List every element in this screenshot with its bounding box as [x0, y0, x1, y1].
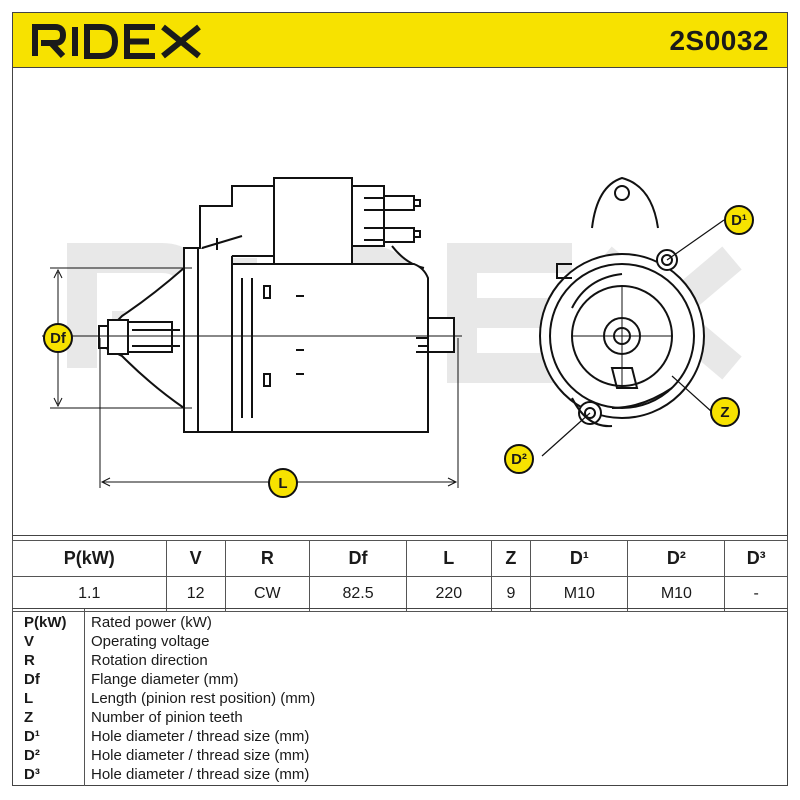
- brand-logo: [32, 24, 201, 59]
- specs-value-cell: 1.1: [12, 576, 167, 612]
- specs-header-cell: L: [406, 540, 492, 577]
- legend-description: Rotation direction: [91, 652, 208, 669]
- specs-value-cell: 12: [165, 576, 226, 612]
- specs-header-cell: P(kW): [12, 540, 167, 577]
- starter-end-view: [539, 176, 725, 457]
- legend-description: Number of pinion teeth: [91, 709, 243, 726]
- legend-item: D² Hole diameter / thread size (mm): [12, 747, 788, 766]
- legend-item: Z Number of pinion teeth: [12, 709, 788, 728]
- specs-header-cell: Z: [490, 540, 532, 577]
- specs-value-cell: M10: [627, 576, 726, 612]
- part-code: 2S0032: [669, 25, 769, 56]
- specs-table: P(kW) V R Df L Z D¹ D² D³ 1.1 12 CW 82.5…: [12, 540, 788, 612]
- technical-drawing: Df L D¹ Z D²: [12, 68, 788, 536]
- specs-value-cell: 9: [490, 576, 532, 612]
- legend-description: Hole diameter / thread size (mm): [91, 766, 310, 783]
- specs-value-cell: 82.5: [308, 576, 408, 612]
- legend-description: Rated power (kW): [91, 614, 212, 631]
- legend-item: V Operating voltage: [12, 633, 788, 652]
- specs-header-cell: R: [224, 540, 311, 577]
- header-bar: 2S0032: [12, 12, 788, 68]
- legend-symbol: Z: [24, 709, 34, 726]
- legend-description: Hole diameter / thread size (mm): [91, 747, 310, 764]
- legend-item: D³ Hole diameter / thread size (mm): [12, 766, 788, 785]
- legend-symbol: L: [24, 690, 34, 707]
- legend-item: P(kW) Rated power (kW): [12, 614, 788, 633]
- legend-symbol: V: [24, 633, 35, 650]
- specs-header-cell: V: [165, 540, 226, 577]
- specs-header-row: P(kW) V R Df L Z D¹ D² D³: [12, 540, 788, 577]
- starter-motor-drawing: [42, 176, 742, 488]
- legend-symbol: D³: [24, 766, 40, 783]
- specs-header-cell: Df: [308, 540, 408, 577]
- legend-item: R Rotation direction: [12, 652, 788, 671]
- legend-symbol: R: [24, 652, 35, 669]
- legend-item: L Length (pinion rest position) (mm): [12, 690, 788, 709]
- specs-value-cell: CW: [224, 576, 311, 612]
- legend-item: Df Flange diameter (mm): [12, 671, 788, 690]
- d1-label: D¹: [724, 205, 754, 235]
- legend-symbol: D²: [24, 747, 40, 764]
- legend-description: Length (pinion rest position) (mm): [91, 690, 316, 707]
- d2-label: D²: [504, 444, 534, 474]
- specs-value-cell: -: [724, 576, 788, 612]
- specs-header-cell: D³: [724, 540, 788, 577]
- starter-side-view: [42, 177, 462, 433]
- legend-description: Hole diameter / thread size (mm): [91, 728, 310, 745]
- legend-divider: [84, 609, 85, 786]
- legend-item: D¹ Hole diameter / thread size (mm): [12, 728, 788, 747]
- legend: P(kW) Rated power (kW) V Operating volta…: [12, 608, 788, 786]
- specs-value-cell: 220: [406, 576, 492, 612]
- legend-description: Flange diameter (mm): [91, 671, 239, 688]
- legend-description: Operating voltage: [91, 633, 210, 650]
- specs-value-cell: M10: [530, 576, 629, 612]
- df-label: Df: [43, 323, 73, 353]
- legend-symbol: P(kW): [24, 614, 67, 631]
- z-label: Z: [710, 397, 740, 427]
- l-label: L: [268, 468, 298, 498]
- specs-header-cell: D¹: [530, 540, 629, 577]
- specs-value-row: 1.1 12 CW 82.5 220 9 M10 M10 -: [12, 576, 788, 612]
- specs-header-cell: D²: [627, 540, 726, 577]
- legend-symbol: D¹: [24, 728, 40, 745]
- legend-symbol: Df: [24, 671, 40, 688]
